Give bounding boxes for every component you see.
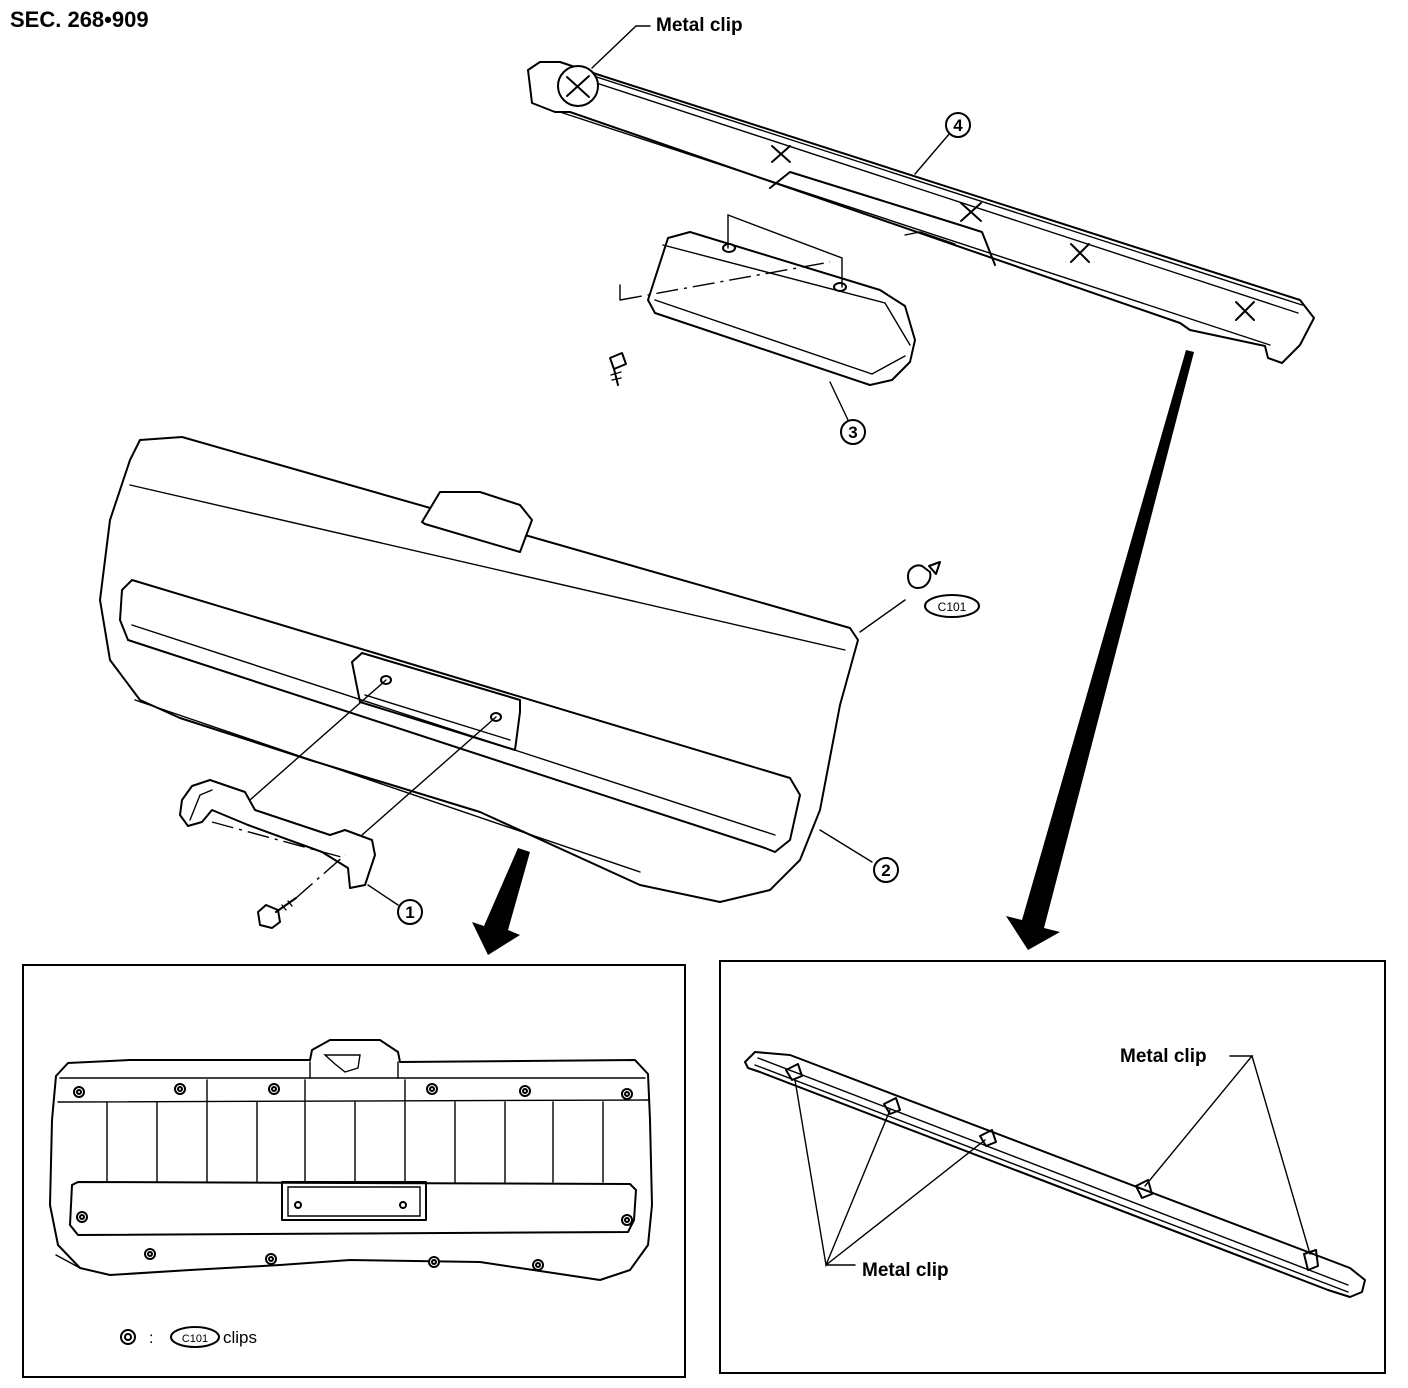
bracket bbox=[179, 779, 376, 889]
callout-4 bbox=[945, 112, 971, 138]
metal-clip bbox=[1135, 1179, 1153, 1199]
section-label: SEC. 268•909 bbox=[10, 7, 149, 32]
legend-clip-code-badge bbox=[170, 1326, 220, 1348]
svg-text:1: 1 bbox=[405, 903, 414, 922]
stop-lamp-cover bbox=[647, 231, 916, 386]
metal-clip bbox=[785, 1063, 803, 1081]
bolt-icon bbox=[257, 897, 297, 929]
svg-text:2: 2 bbox=[881, 861, 890, 880]
clip-code-badge bbox=[924, 594, 980, 618]
svg-text:4: 4 bbox=[953, 116, 963, 135]
detail-box-left bbox=[22, 964, 686, 1378]
metal-clip bbox=[1303, 1249, 1319, 1271]
legend-clips-text: clips bbox=[223, 1328, 257, 1347]
callout-1 bbox=[397, 899, 423, 925]
metal-clip-x-marker bbox=[960, 202, 982, 222]
clip-marker bbox=[73, 1083, 633, 1271]
metal-clip bbox=[883, 1097, 901, 1115]
clip-icon bbox=[907, 561, 941, 589]
arrow-pointer bbox=[1006, 350, 1194, 950]
legend: : C101 clips bbox=[120, 1326, 257, 1348]
svg-text:C101: C101 bbox=[182, 1333, 208, 1345]
callout-3 bbox=[840, 419, 866, 445]
upper-finisher-strip bbox=[527, 61, 1315, 364]
svg-text:3: 3 bbox=[848, 423, 857, 442]
svg-text:C101: C101 bbox=[938, 600, 967, 614]
svg-text::: : bbox=[149, 1330, 153, 1347]
arrow-pointer bbox=[472, 848, 530, 955]
metal-clip-label-upper: Metal clip bbox=[1120, 1046, 1207, 1067]
metal-clip-x-marker bbox=[1235, 301, 1255, 321]
metal-clip-label-top: Metal clip bbox=[656, 15, 743, 36]
metal-clip-x-marker bbox=[771, 145, 791, 163]
door-trim-panel bbox=[99, 436, 859, 903]
screw-icon bbox=[609, 352, 627, 386]
metal-clip-x-marker bbox=[1070, 243, 1090, 263]
finisher-strip-rear-view bbox=[744, 1051, 1366, 1298]
callout-2 bbox=[873, 857, 899, 883]
trim-panel-rear-view bbox=[49, 1039, 653, 1281]
metal-clip-label-lower: Metal clip bbox=[862, 1260, 949, 1281]
metal-clip bbox=[979, 1129, 997, 1147]
detail-box-right bbox=[719, 960, 1386, 1374]
